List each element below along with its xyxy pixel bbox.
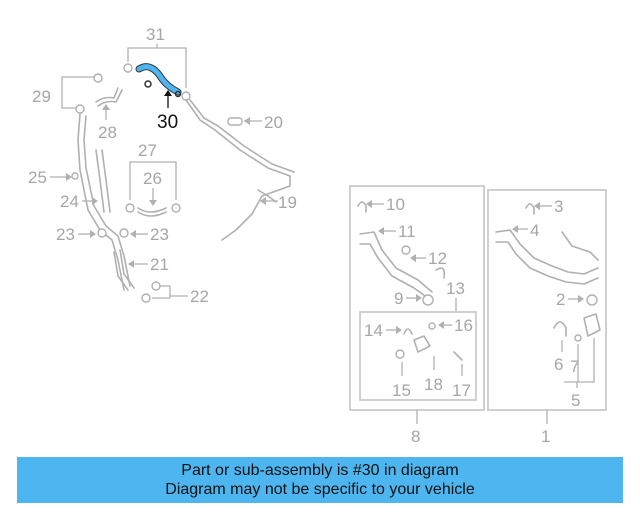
callout-19[interactable]: 19: [278, 193, 297, 212]
callout-18[interactable]: 18: [424, 375, 443, 394]
callout-1[interactable]: 1: [541, 427, 550, 446]
banner-line-2: Diagram may not be specific to your vehi…: [165, 481, 475, 498]
callout-group-31: 31: [127, 25, 187, 88]
callout-group-21: 21: [113, 249, 169, 291]
callout-group-27: 27 26: [125, 141, 181, 217]
callout-5[interactable]: 5: [571, 391, 580, 410]
callout-group-20: 20: [227, 113, 283, 132]
callout-group-29: 29: [32, 73, 103, 114]
callout-12[interactable]: 12: [428, 249, 447, 268]
callout-30[interactable]: 30: [157, 112, 178, 133]
callout-23b[interactable]: 23: [150, 225, 169, 244]
callout-7[interactable]: 7: [570, 357, 579, 376]
callout-6[interactable]: 6: [554, 355, 563, 374]
part-30-hose[interactable]: [135, 63, 182, 98]
callout-31[interactable]: 31: [146, 25, 165, 44]
callout-group-24: 24: [60, 192, 98, 211]
callout-group-22: 22: [141, 281, 209, 306]
callout-14[interactable]: 14: [364, 321, 383, 340]
callout-10[interactable]: 10: [386, 195, 405, 214]
callout-28[interactable]: 28: [98, 123, 117, 142]
box-8: 8 10 11 12 13 9 14 16: [349, 185, 485, 446]
callout-11[interactable]: 11: [398, 222, 416, 241]
callout-group-25: 25: [28, 168, 79, 187]
callout-13[interactable]: 13: [446, 279, 465, 298]
callout-2[interactable]: 2: [556, 290, 565, 309]
callout-9[interactable]: 9: [394, 289, 403, 308]
callout-22[interactable]: 22: [190, 287, 209, 306]
callout-25[interactable]: 25: [28, 168, 47, 187]
callout-8[interactable]: 8: [411, 427, 420, 446]
box-1: 1 3 4 2 6 7 5: [487, 189, 607, 446]
callout-20[interactable]: 20: [264, 113, 283, 132]
callout-24[interactable]: 24: [60, 192, 79, 211]
callout-21[interactable]: 21: [150, 255, 169, 274]
callout-23a[interactable]: 23: [56, 225, 75, 244]
callout-17[interactable]: 17: [452, 381, 471, 400]
callout-16[interactable]: 16: [454, 316, 473, 335]
callout-15[interactable]: 15: [392, 381, 411, 400]
callout-3[interactable]: 3: [554, 197, 563, 216]
banner-line-1: Part or sub-assembly is #30 in diagram: [181, 462, 459, 479]
callout-group-23: 23 23: [56, 225, 169, 244]
callout-29[interactable]: 29: [32, 87, 51, 106]
parts-diagram: 31 30 20 19 29 28: [28, 25, 607, 446]
callout-4[interactable]: 4: [530, 221, 539, 240]
callout-27[interactable]: 27: [138, 141, 157, 160]
info-banner: Part or sub-assembly is #30 in diagram D…: [17, 457, 623, 503]
callout-group-19: 19: [260, 193, 297, 212]
callout-26[interactable]: 26: [143, 169, 162, 188]
